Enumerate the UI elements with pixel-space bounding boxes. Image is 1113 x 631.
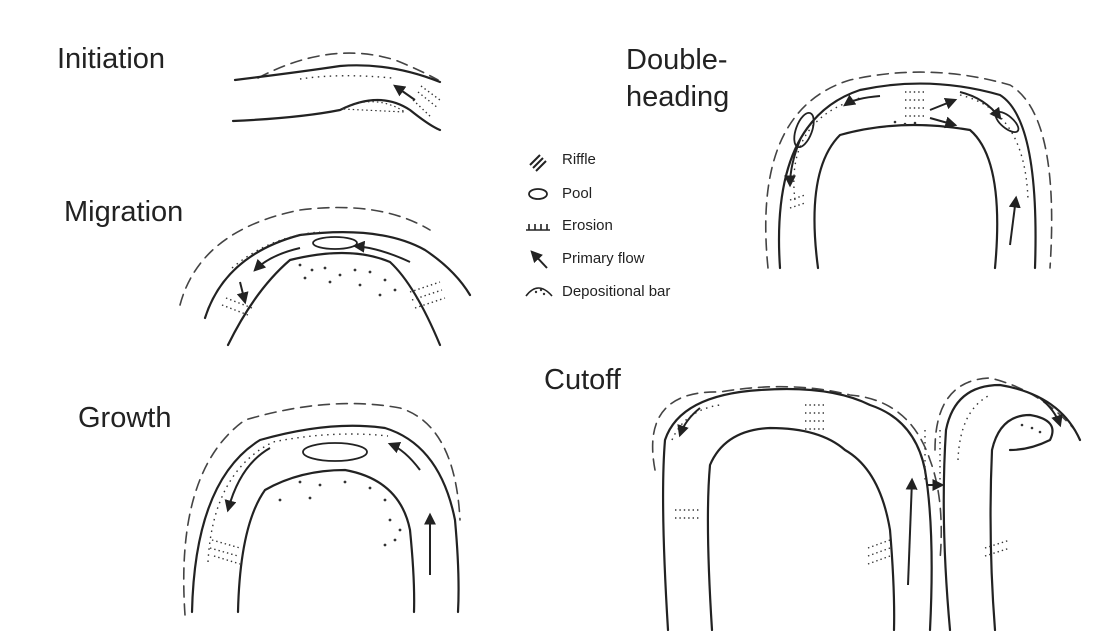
- stage-label-initiation: Initiation: [57, 42, 165, 76]
- legend-flow-icon: [532, 252, 547, 268]
- migration-erosion-ticks: [232, 232, 320, 268]
- stage-label-double-heading-2: heading: [626, 80, 729, 114]
- cutoff-flow-1: [680, 408, 700, 435]
- double-heading-flow-6: [1010, 198, 1016, 245]
- legend-depositional-bar-label: Depositional bar: [562, 283, 670, 301]
- cutoff-flow-2: [908, 480, 912, 585]
- double-heading-inner-bank: [814, 125, 997, 268]
- legend-erosion-label: Erosion: [562, 217, 613, 235]
- growth-outer-bank: [192, 426, 459, 612]
- legend-riffle-label: Riffle: [562, 151, 596, 169]
- stage-label-migration: Migration: [64, 195, 183, 229]
- migration-channel: [180, 208, 470, 346]
- initiation-channel: [233, 53, 440, 130]
- double-heading-riffle-top: [905, 92, 925, 116]
- double-heading-pool-left: [790, 110, 817, 149]
- legend-pool-icon: [529, 189, 547, 199]
- initiation-flow-arrow: [395, 86, 415, 100]
- cutoff-outer-bank: [663, 389, 932, 630]
- growth-inner-bank: [238, 470, 414, 612]
- cutoff-inner-bank: [708, 428, 894, 630]
- cutoff-riffle-3: [868, 540, 890, 564]
- double-heading-flow-2: [930, 100, 955, 110]
- legend-pool-label: Pool: [562, 185, 592, 203]
- double-heading-flow-4: [960, 92, 1000, 118]
- growth-riffle: [210, 540, 240, 564]
- legend-erosion-icon: [526, 224, 550, 230]
- growth-flow-arrow-2: [390, 444, 420, 470]
- double-heading-riffle-left: [790, 195, 805, 208]
- double-heading-flow-3: [930, 118, 955, 125]
- stage-label-growth: Growth: [78, 401, 171, 435]
- stage-label-double-heading-1: Double-: [626, 43, 728, 77]
- cutoff-bar-dots: [1021, 424, 1042, 434]
- double-heading-pool-right: [992, 108, 1021, 135]
- double-heading-channel: [766, 72, 1052, 268]
- legend-symbols: [526, 155, 552, 296]
- cutoff-flow-3: [1040, 398, 1060, 425]
- cutoff-right-inner-bank: [991, 415, 1053, 630]
- legend-riffle-icon: [530, 155, 546, 171]
- cutoff-erosion-neck: [925, 430, 940, 480]
- growth-erosion-ticks: [208, 434, 388, 562]
- migration-outer-bank: [205, 232, 470, 318]
- legend-bar-icon: [526, 288, 552, 296]
- growth-depositional-dots: [279, 481, 402, 547]
- cutoff-erosion-right: [958, 395, 990, 460]
- cutoff-channel: [653, 378, 1080, 630]
- initiation-erosion-ticks: [300, 76, 392, 79]
- cutoff-riffle-4: [985, 540, 1010, 556]
- cutoff-riffle-1: [805, 405, 825, 429]
- legend-primary-flow-label: Primary flow: [562, 250, 645, 268]
- growth-flow-arrow-3: [228, 448, 270, 510]
- migration-depositional-dots: [299, 264, 397, 297]
- growth-pool: [303, 443, 367, 461]
- cutoff-riffle-2: [675, 510, 700, 518]
- initiation-riffle: [413, 86, 440, 118]
- double-heading-flow-1: [845, 96, 880, 105]
- initiation-lower-bank: [233, 100, 440, 130]
- growth-channel: [184, 404, 460, 615]
- migration-flow-arrow-3: [240, 282, 245, 302]
- migration-pool: [313, 237, 357, 249]
- stage-label-cutoff: Cutoff: [544, 363, 621, 397]
- migration-riffle-left: [222, 298, 252, 315]
